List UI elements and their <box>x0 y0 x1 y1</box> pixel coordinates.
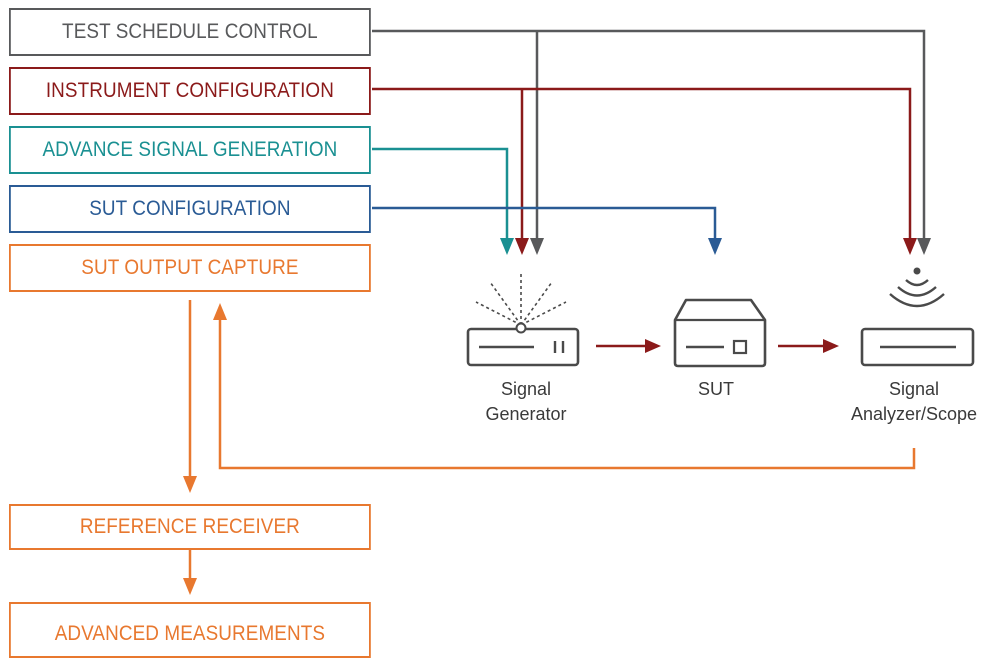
sut-caption: SUT <box>698 377 734 402</box>
signal-analyzer-caption-line1: Signal <box>888 379 940 399</box>
signal-analyzer-icon <box>860 267 975 367</box>
schedule-arrow-generator <box>530 238 544 255</box>
sut-to-analyzer-arrow <box>823 339 839 353</box>
sut-config-line <box>372 206 717 240</box>
sut-configuration-box: SUT CONFIGURATION <box>9 185 371 233</box>
instrument-arrow-analyzer <box>903 238 917 255</box>
signal-arrow-generator <box>500 238 514 255</box>
test-schedule-control-label: TEST SCHEDULE CONTROL <box>62 20 318 43</box>
generator-to-sut-arrow <box>645 339 661 353</box>
advance-signal-generation-box: ADVANCE SIGNAL GENERATION <box>9 126 371 174</box>
sut-config-arrow <box>708 238 722 255</box>
signal-generator-caption: Signal Generator <box>485 377 566 427</box>
instrument-arrow-generator <box>515 238 529 255</box>
reference-receiver-box: REFERENCE RECEIVER <box>9 504 371 550</box>
instrument-configuration-box: INSTRUMENT CONFIGURATION <box>9 67 371 115</box>
schedule-arrow-analyzer <box>917 238 931 255</box>
instrument-config-lines <box>372 87 912 240</box>
measurements-arrow-down <box>183 578 197 595</box>
analyzer-return-line <box>218 318 916 470</box>
advanced-measurements-label: ADVANCED MEASUREMENTS <box>54 622 326 645</box>
schedule-control-lines <box>372 29 926 240</box>
instrument-configuration-label: INSTRUMENT CONFIGURATION <box>45 79 334 102</box>
signal-generator-icon <box>466 271 580 367</box>
signal-generation-line <box>372 147 509 240</box>
signal-analyzer-caption: Signal Analyzer/Scope <box>851 377 977 427</box>
sut-output-capture-box: SUT OUTPUT CAPTURE <box>9 244 371 292</box>
advance-signal-generation-label: ADVANCE SIGNAL GENERATION <box>42 138 338 161</box>
reference-arrow-down <box>183 476 197 493</box>
test-schedule-control-box: TEST SCHEDULE CONTROL <box>9 8 371 56</box>
sut-output-capture-label: SUT OUTPUT CAPTURE <box>81 256 299 279</box>
sut-caption-line1: SUT <box>698 379 734 399</box>
return-arrow-up <box>213 303 227 320</box>
signal-analyzer-caption-line2: Analyzer/Scope <box>850 404 978 424</box>
reference-receiver-label: REFERENCE RECEIVER <box>79 515 300 538</box>
sut-configuration-label: SUT CONFIGURATION <box>89 197 291 220</box>
signal-generator-caption-line1: Signal <box>500 379 552 399</box>
sut-device-icon <box>673 298 767 368</box>
signal-generator-caption-line2: Generator <box>485 404 567 424</box>
